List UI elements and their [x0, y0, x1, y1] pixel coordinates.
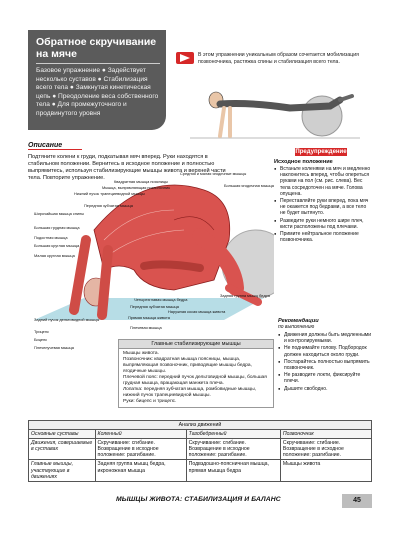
stabilizer-line: Мышцы живота.: [123, 351, 159, 356]
stabilizers-heading: Главные стабилизирующие мышцы: [119, 340, 273, 349]
table-cell: Скручивание: сгибание. Возвращение в исх…: [94, 438, 187, 461]
label-triceps: Трицепс: [34, 329, 49, 334]
list-item: Не поднимайте голову. Подбородок должен …: [278, 345, 372, 357]
table-header: Коленный: [94, 429, 187, 440]
start-position-illustration: [190, 91, 360, 139]
label-lower-trapezius: Нижний пучок трапециевидной мышцы: [74, 191, 145, 196]
label-gluteus-medius: Средняя и малая ягодичные мышцы: [180, 171, 247, 176]
starting-position-box: Предупреждение Исходное положение Встань…: [270, 148, 372, 243]
label-pectoralis-major: Большая грудная мышца: [34, 225, 80, 230]
list-item: Встаньте коленями на мяч и медленно накл…: [274, 166, 372, 197]
table-header: Позвоночник: [279, 429, 373, 440]
tips-box: Рекомендации по выполнению Движения долж…: [278, 318, 372, 392]
label-rectus-abdominis: Прямая мышца живота: [128, 315, 170, 320]
label-infraspinatus: Подостная мышца: [34, 235, 68, 240]
label-external-oblique: Наружная косая мышца живота: [168, 309, 226, 314]
table-row: Движения, совершаемые в суставах Скручив…: [28, 438, 373, 461]
stabilizer-line: Руки: бицепс и трицепс.: [123, 399, 177, 404]
stabilizers-body: Мышцы живота. Позвоночник: квадратная мы…: [119, 349, 273, 407]
list-item: Не разводите локти, фиксируйте плечи.: [278, 372, 372, 384]
tips-list: Движения должны быть медленными и контро…: [278, 332, 372, 392]
label-hamstrings: Задняя группа мышц бедра: [220, 293, 270, 298]
table-cell: Движения, совершаемые в суставах: [28, 438, 96, 461]
exercise-attributes: Базовое упражнение ● Задействует несколь…: [36, 67, 159, 117]
tips-title: Рекомендации: [278, 318, 319, 324]
table-header: Основные суставы: [28, 429, 96, 440]
page-number: 45: [342, 494, 372, 508]
table-cell: Мышцы живота: [279, 459, 373, 482]
stabilizer-line: Позвоночник: квадратная мышца поясницы, …: [123, 357, 252, 374]
table-cell: Скручивание: сгибание. Возвращение в исх…: [279, 438, 373, 461]
description-text: Подтяните колени к груди, подкатывая мяч…: [28, 154, 226, 181]
label-biceps: Бицепс: [34, 337, 48, 342]
stabilizer-line: Лопатка: передняя зубчатая мышца, ромбов…: [123, 387, 257, 398]
table-cell: Главные мышцы, участвующие в движениях: [28, 459, 96, 482]
table-cell: Скручивание: сгибание. Возвращение в исх…: [185, 438, 281, 461]
tips-subtitle: по выполнению: [278, 324, 315, 330]
footer-section-label: МЫШЦЫ ЖИВОТА: СТАБИЛИЗАЦИЯ И БАЛАНС: [116, 496, 281, 503]
description-block: Описание Подтяните колени к груди, подка…: [28, 134, 228, 182]
anatomy-illustration: [34, 184, 274, 320]
starting-position-heading: Исходное положение: [274, 159, 333, 165]
list-item: Движения должны быть медленными и контро…: [278, 332, 372, 344]
label-serratus-anterior: Передняя зубчатая мышца: [84, 203, 133, 208]
table-cell: Задняя группа мышц бедра, икроножная мыш…: [94, 459, 187, 482]
list-item: Постарайтесь полностью выпрямить позвоно…: [278, 359, 372, 371]
arrow-badge-icon: [176, 52, 194, 64]
label-brachialis: Плечевая мышца: [130, 325, 162, 330]
label-quadratus-lumborum: Квадратная мышца поясницы: [114, 179, 168, 184]
starting-position-list: Встаньте коленями на мяч и медленно накл…: [274, 166, 372, 243]
movement-analysis-table: Анализ движений Основные суставы Коленны…: [28, 419, 373, 482]
page-footer: МЫШЦЫ ЖИВОТА: СТАБИЛИЗАЦИЯ И БАЛАНС 45: [28, 494, 372, 508]
intro-note-text: В этом упражнении уникальным образом соч…: [198, 52, 359, 65]
table-cell: Подвздошно-поясничная мышца, прямая мышц…: [185, 459, 281, 482]
table-caption: Анализ движений: [28, 419, 372, 431]
description-heading: Описание: [28, 142, 83, 150]
label-gluteus-maximus: Большая ягодичная мышца: [224, 183, 274, 188]
stabilizers-box: Главные стабилизирующие мышцы Мышцы живо…: [118, 339, 274, 408]
table-header: Тазобедренный: [185, 429, 281, 440]
table-row: Главные мышцы, участвующие в движениях З…: [28, 459, 373, 482]
label-latissimus-dorsi: Широчайшая мышца спины: [34, 211, 85, 216]
intro-note: В этом упражнении уникальным образом соч…: [176, 52, 364, 65]
label-posterior-deltoid: Задний пучок дельтовидной мышцы: [34, 317, 100, 322]
label-erector-spinae: Мышца, выпрямляющая позвоночник: [102, 185, 170, 190]
label-teres-minor: Малая круглая мышца: [34, 253, 75, 258]
exercise-title: Обратное скручивание на мяче: [36, 36, 160, 64]
warning-badge: Предупреждение: [295, 148, 347, 156]
label-quadriceps: Четырехглавая мышца бедра: [134, 297, 188, 302]
label-serratus-anterior-lower: Передняя зубчатая мышца: [130, 304, 179, 309]
label-teres-major: Большая круглая мышца: [34, 243, 80, 248]
list-item: Разведите руки немного шире плеч, кисти …: [274, 218, 372, 230]
label-brachioradialis: Плечелучевая мышца: [34, 345, 74, 350]
exercise-header-panel: Обратное скручивание на мяче Базовое упр…: [28, 30, 166, 130]
list-item: Примите нейтральное положение позвоночни…: [274, 231, 372, 243]
stabilizer-line: Плечевой пояс: передний пучок дельтовидн…: [123, 375, 267, 386]
list-item: Дышите свободно.: [278, 386, 372, 392]
list-item: Переставляйте руки вперед, пока мяч не о…: [274, 198, 372, 217]
